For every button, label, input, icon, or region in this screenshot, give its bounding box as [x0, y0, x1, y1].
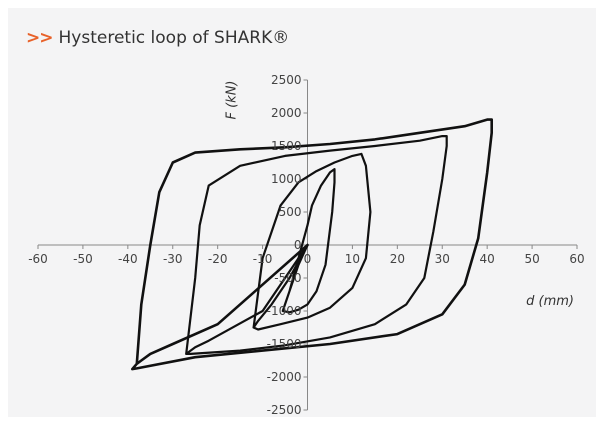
x-tick-label: 30	[435, 252, 450, 266]
x-tick-label: -30	[163, 252, 183, 266]
title-chevron-icon: >>	[26, 28, 53, 48]
x-tick-label: 0	[304, 252, 312, 266]
y-tick-label: 1000	[271, 172, 302, 186]
y-tick-label: 500	[279, 205, 302, 219]
chart-panel	[8, 8, 596, 417]
x-tick-label: -10	[253, 252, 273, 266]
tick-labels: -60 -50 -40 -30 -20 -10 0 10 20 30 40 50 60 -2500 -200…	[28, 73, 584, 417]
y-tick-label: 1500	[271, 139, 302, 153]
series-layer	[131, 118, 494, 371]
y-tick-label: -2500	[267, 403, 302, 417]
title-text: Hysteretic loop of SHARK®	[58, 28, 290, 48]
y-tick-label: 2000	[271, 106, 302, 120]
x-tick-label: 50	[524, 252, 539, 266]
x-tick-label: 20	[390, 252, 405, 266]
x-tick-label: 60	[569, 252, 584, 266]
x-tick-label: -20	[208, 252, 228, 266]
y-tick-label: 2500	[271, 73, 302, 87]
y-tick-label: -1500	[267, 337, 302, 351]
hysteresis-loop-4	[131, 118, 494, 371]
hysteresis-loop-2	[252, 152, 372, 331]
y-tick-label: -500	[274, 271, 301, 285]
y-axis-label: F (kN)	[225, 80, 240, 119]
y-tick-label: -2000	[267, 370, 302, 384]
y-tick-label: 0	[294, 238, 302, 252]
chart-title: >>Hysteretic loop of SHARK®	[26, 28, 289, 48]
x-tick-label: -50	[73, 252, 93, 266]
x-tick-label: 40	[480, 252, 495, 266]
x-axis-label: d (mm)	[526, 294, 574, 309]
x-tick-label: 10	[345, 252, 360, 266]
x-tick-label: -60	[28, 252, 48, 266]
hysteresis-loop-3	[185, 135, 448, 355]
hysteresis-loop-1	[281, 168, 336, 314]
y-tick-label: -1000	[267, 304, 302, 318]
x-tick-label: -40	[118, 252, 138, 266]
